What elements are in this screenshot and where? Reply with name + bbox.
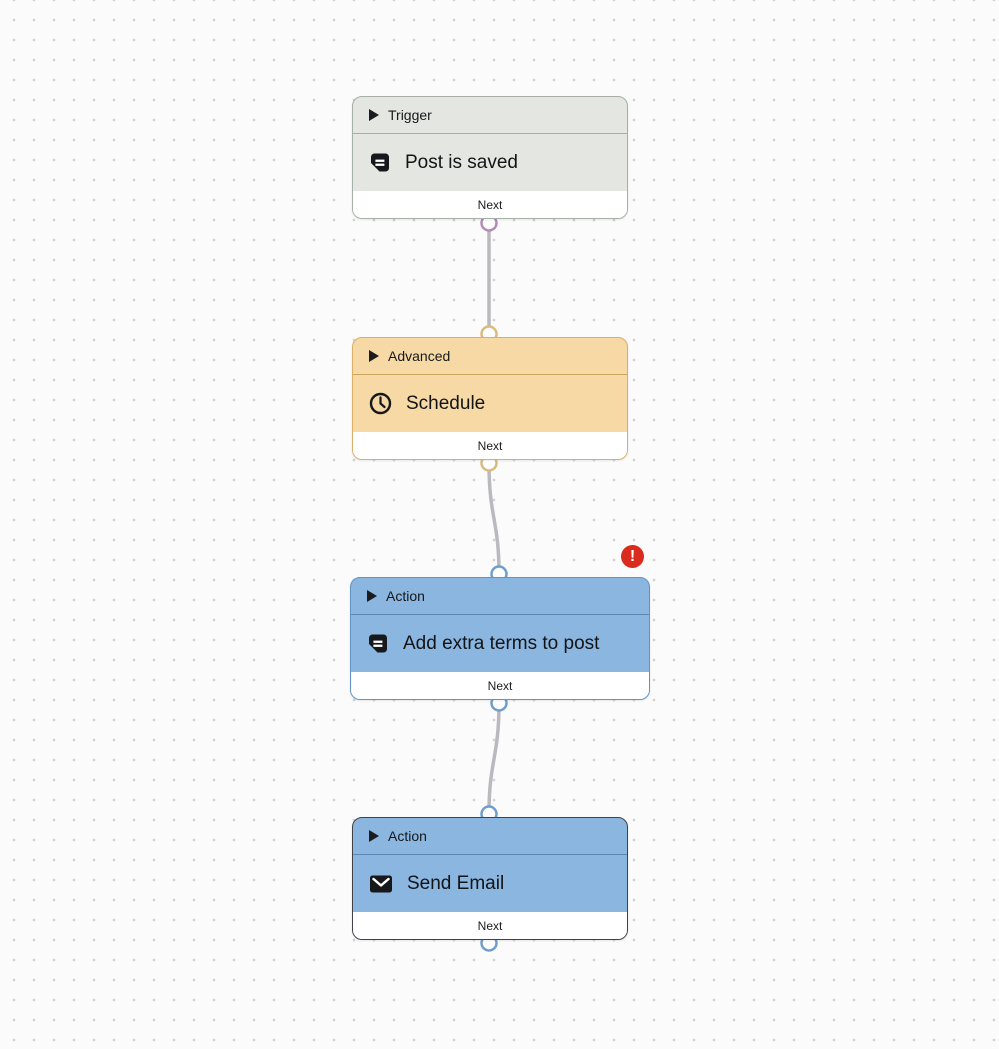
- next-branch-label: Next: [353, 912, 627, 939]
- expand-arrow-icon[interactable]: [367, 590, 377, 602]
- expand-arrow-icon[interactable]: [369, 830, 379, 842]
- clock-icon: [369, 392, 392, 415]
- next-branch-label: Next: [353, 191, 627, 218]
- expand-arrow-icon[interactable]: [369, 109, 379, 121]
- document-icon: [369, 152, 391, 174]
- node-header: Action: [351, 578, 649, 615]
- node-body[interactable]: Add extra terms to post: [351, 615, 649, 672]
- node-label: Send Email: [407, 872, 505, 894]
- node-category: Advanced: [388, 348, 451, 364]
- node-category: Action: [388, 828, 427, 844]
- node-label: Schedule: [406, 392, 486, 414]
- node-header: Action: [353, 818, 627, 855]
- error-badge[interactable]: !: [621, 545, 644, 568]
- edge-add-terms-to-send-email[interactable]: [487, 701, 501, 816]
- node-body[interactable]: Send Email: [353, 855, 627, 912]
- document-icon: [367, 633, 389, 655]
- next-branch-label: Next: [351, 672, 649, 699]
- edge-schedule-to-add-terms[interactable]: [487, 461, 501, 576]
- node-trigger-post-is-saved[interactable]: Trigger Post is saved Next: [352, 96, 628, 219]
- next-branch-label: Next: [353, 432, 627, 459]
- node-advanced-schedule[interactable]: Advanced Schedule Next: [352, 337, 628, 460]
- node-action-send-email[interactable]: Action Send Email Next: [352, 817, 628, 940]
- node-action-add-extra-terms[interactable]: Action Add extra terms to post Next: [350, 577, 650, 700]
- node-label: Post is saved: [405, 151, 518, 173]
- node-body[interactable]: Schedule: [353, 375, 627, 432]
- envelope-icon: [369, 874, 393, 894]
- node-header: Advanced: [353, 338, 627, 375]
- node-label: Add extra terms to post: [403, 632, 600, 654]
- node-body[interactable]: Post is saved: [353, 134, 627, 191]
- node-category: Action: [386, 588, 425, 604]
- node-header: Trigger: [353, 97, 627, 134]
- expand-arrow-icon[interactable]: [369, 350, 379, 362]
- node-category: Trigger: [388, 107, 432, 123]
